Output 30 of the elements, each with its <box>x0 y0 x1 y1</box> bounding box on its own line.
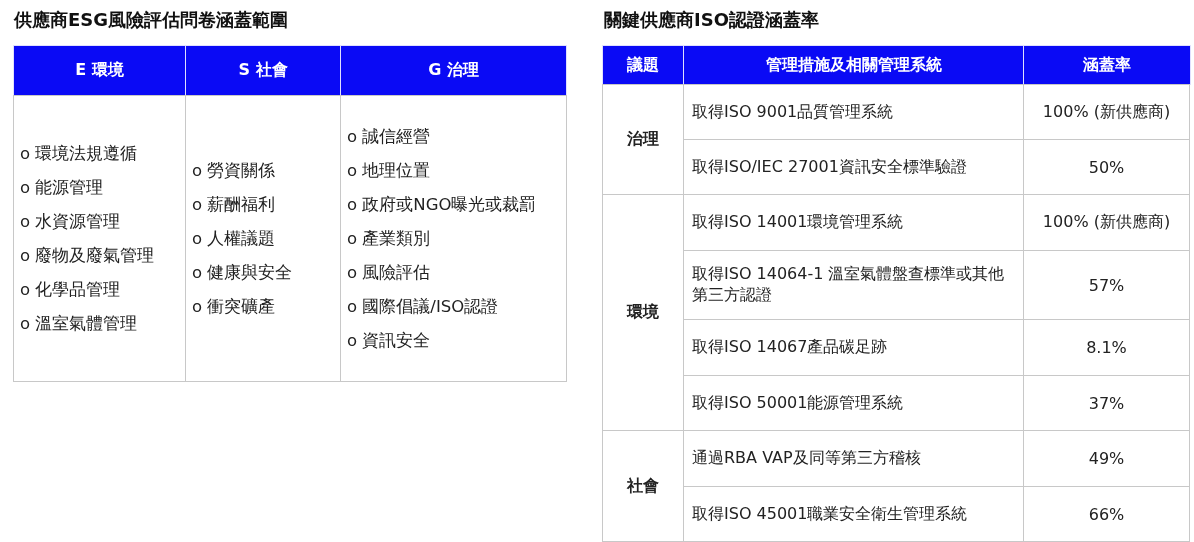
table-title: 關鍵供應商ISO認證涵蓋率 <box>604 8 819 32</box>
list-item: o 薪酬福利 <box>192 193 276 216</box>
list-item: o 國際倡議/ISO認證 <box>347 295 499 318</box>
list-item: o 誠信經營 <box>347 125 431 148</box>
list-item: o 風險評估 <box>347 261 431 284</box>
list-item: o 溫室氣體管理 <box>20 312 138 335</box>
table-title: 供應商ESG風險評估問卷涵蓋範圍 <box>14 8 289 32</box>
table-cell: 66% <box>1023 486 1190 542</box>
list-item: o 能源管理 <box>20 176 104 199</box>
list-item: o 廢物及廢氣管理 <box>20 244 155 267</box>
list-item: o 人權議題 <box>192 227 276 250</box>
list-item: o 政府或NGO曝光或裁罰 <box>347 193 537 216</box>
table-cell: 100% (新供應商) <box>1023 84 1190 140</box>
list-item: o 地理位置 <box>347 159 431 182</box>
table-cell: 社會 <box>602 430 684 542</box>
table-header-cell: 議題 <box>602 45 684 85</box>
table-header-cell: 管理措施及相關管理系統 <box>683 45 1024 85</box>
list-item: o 資訊安全 <box>347 329 431 352</box>
list-item: o 衝突礦產 <box>192 295 276 318</box>
table-cell: 治理 <box>602 84 684 195</box>
list-item: o 產業類別 <box>347 227 431 250</box>
list-item: o 健康與安全 <box>192 261 293 284</box>
table-header-cell: E 環境 <box>13 45 186 96</box>
list-item: o 勞資關係 <box>192 159 276 182</box>
list-item: o 化學品管理 <box>20 278 121 301</box>
list-item: o 水資源管理 <box>20 210 121 233</box>
table-header-cell: S 社會 <box>185 45 341 96</box>
table-header-cell: 涵蓋率 <box>1023 45 1191 85</box>
table-header-cell: G 治理 <box>340 45 567 96</box>
list-item: o 環境法規遵循 <box>20 142 138 165</box>
